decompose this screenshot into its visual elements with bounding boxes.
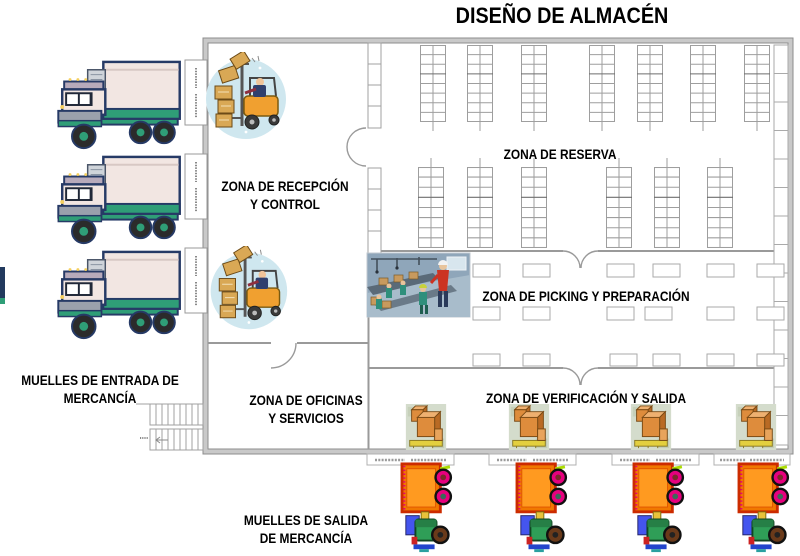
inbound-dock-doors: [184, 59, 208, 314]
inbound-dock-door: [184, 59, 208, 126]
outbound-docks-label-line1: MUELLES DE SALIDA: [243, 512, 369, 528]
picking-workers-image: [366, 252, 471, 318]
outbound-truck-icon: [632, 462, 685, 554]
zone-label-verification: ZONA DE VERIFICACIÓN Y SALIDA: [485, 390, 687, 406]
verification-pallet-icon: [405, 404, 447, 450]
door-arcs: [270, 127, 599, 386]
cropped-truck-edge: [0, 267, 5, 304]
zone-label-picking: ZONA DE PICKING Y PREPARACIÓN: [482, 288, 690, 304]
inbound-truck-icon: [57, 250, 181, 340]
office-door-arc: [270, 342, 297, 369]
page-title: DISEÑO DE ALMACÉN: [455, 3, 669, 28]
reserve-racks-top-row: [420, 45, 770, 131]
inbound-truck-icon: [57, 60, 181, 150]
inbound-docks-label-line2: MERCANCÍA: [63, 390, 137, 406]
reserve-racks-bottom-row: [418, 158, 733, 248]
verification-double-door-arc: [562, 367, 599, 386]
verification-pallet-icon: [630, 404, 672, 450]
zone-label-reserve: ZONA DE RESERVA: [503, 146, 617, 162]
outbound-truck-icon: [515, 462, 568, 554]
zone-label-offices-line1: ZONA DE OFICINAS: [249, 392, 363, 408]
right-wall-rack-column: [773, 44, 789, 446]
inbound-dock-door: [184, 247, 208, 314]
zone-label-reception-line1: ZONA DE RECEPCIÓN: [221, 178, 349, 194]
outbound-truck-icon: [737, 462, 790, 554]
inbound-dock-door: [184, 153, 208, 220]
zone-label-offices: ZONA DE OFICINAS Y SERVICIOS: [221, 391, 391, 427]
inbound-docks-label: MUELLES DE ENTRADA DE MERCANCÍA: [15, 371, 185, 407]
stairs-icon: [136, 403, 204, 451]
interior-walls: [208, 250, 788, 449]
zone-label-offices-line2: Y SERVICIOS: [268, 410, 344, 426]
outbound-docks-label: MUELLES DE SALIDA DE MERCANCÍA: [221, 511, 391, 547]
zone-label-reception-line2: Y CONTROL: [250, 196, 320, 212]
reserve-picking-double-door-arc: [562, 250, 599, 269]
outbound-docks-label-line2: DE MERCANCÍA: [259, 530, 353, 546]
outbound-truck-icon: [400, 462, 453, 554]
partition-double-door-arc: [346, 127, 367, 167]
verification-pallet-icon: [735, 404, 777, 450]
inbound-docks-label-line1: MUELLES DE ENTRADA DE: [21, 372, 179, 388]
work-tables: [472, 263, 785, 367]
inbound-truck-icon: [57, 155, 181, 245]
zone-label-reception: ZONA DE RECEPCIÓN Y CONTROL: [200, 177, 370, 213]
verification-pallet-icon: [508, 404, 550, 450]
